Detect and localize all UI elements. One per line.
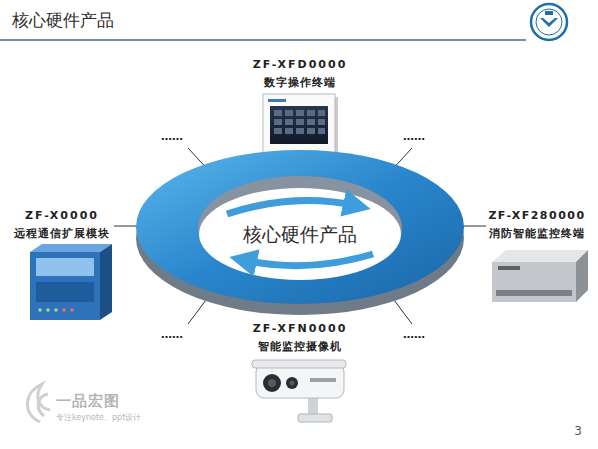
product-name: 消防智能监控终端: [489, 226, 585, 241]
leader-lines: [114, 148, 486, 324]
page-title: 核心硬件产品: [12, 9, 114, 32]
page-number: 3: [574, 424, 582, 438]
logo-emblem: [531, 4, 567, 40]
ellipsis-mark: ……: [403, 328, 425, 341]
ellipsis-mark: ……: [161, 130, 183, 143]
product-name: 数字操作终端: [264, 75, 336, 90]
product-code: ZF-XFD0000: [253, 58, 348, 71]
core-ring: 核心硬件产品: [135, 148, 465, 318]
ring-label: 核心硬件产品: [243, 222, 357, 248]
ellipsis-mark: ……: [403, 130, 425, 143]
product-code: ZF-XF280000: [488, 209, 585, 222]
product-name: 智能监控摄像机: [258, 339, 342, 354]
communication-module: [30, 244, 112, 320]
surveillance-camera: [252, 360, 346, 422]
header-rule: [0, 39, 526, 41]
watermark-logo: [27, 384, 50, 422]
watermark-text: 专注keynote、ppt设计: [56, 412, 141, 423]
monitoring-terminal: [492, 250, 588, 302]
watermark-text: 一品宏图: [56, 392, 120, 411]
product-name: 远程通信扩展模块: [14, 226, 110, 241]
product-code: ZF-XFN0000: [253, 322, 348, 335]
ellipsis-mark: ……: [161, 328, 183, 341]
product-code: ZF-X0000: [25, 209, 99, 222]
